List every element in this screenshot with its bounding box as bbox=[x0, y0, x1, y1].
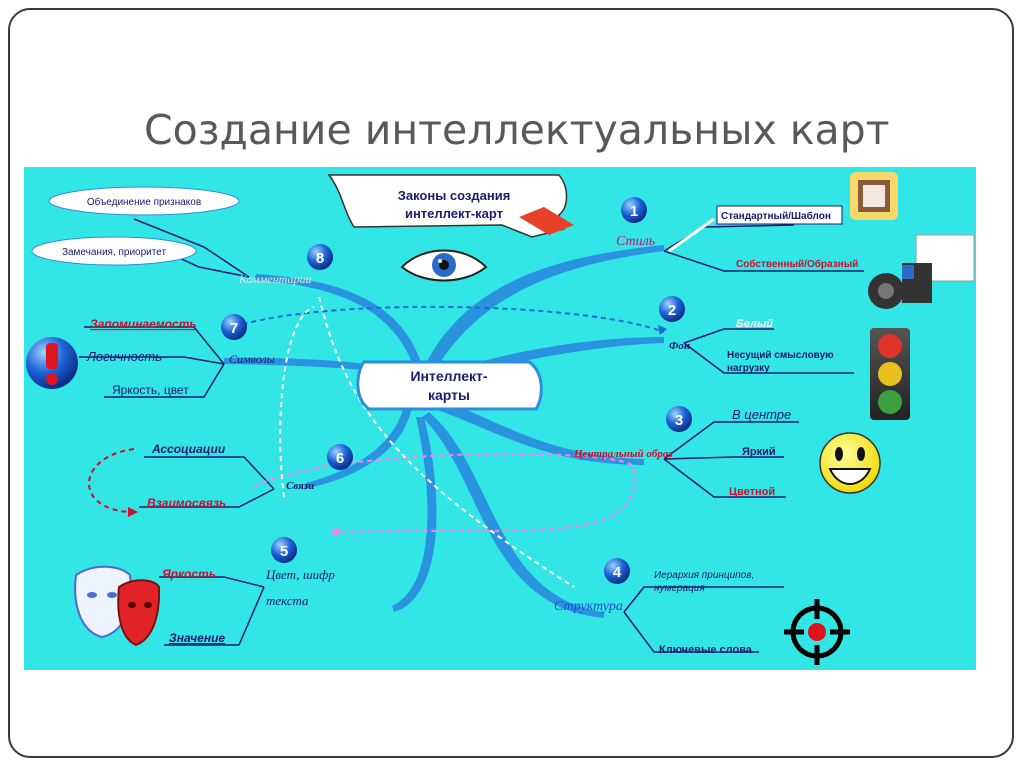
item-white: Белый bbox=[736, 318, 773, 330]
item-meaningful-2: нагрузку bbox=[727, 363, 770, 374]
center-node: Интеллект- карты bbox=[356, 360, 543, 411]
target-icon bbox=[784, 599, 850, 665]
item-memorable: Запоминаемость bbox=[90, 317, 197, 331]
branch-6-number: 6 bbox=[336, 450, 344, 467]
items: Стандартный/Шаблон Собственный/Образный … bbox=[31, 186, 858, 656]
item-relationship: Взаимосвязь bbox=[147, 496, 226, 510]
branch-7-label: Символы bbox=[229, 352, 275, 366]
branch-5-label: Цвет, шифр bbox=[265, 567, 335, 582]
item-standard: Стандартный/Шаблон bbox=[721, 210, 831, 222]
item-center: В центре bbox=[732, 407, 791, 422]
branch-7-number: 7 bbox=[230, 320, 238, 337]
center-line1: Интеллект- bbox=[410, 368, 487, 384]
branch-2-number: 2 bbox=[668, 302, 676, 319]
branch-symbols bbox=[224, 357, 381, 372]
center-line2: карты bbox=[428, 387, 470, 403]
smiley-icon bbox=[819, 432, 881, 494]
branch-style bbox=[424, 245, 664, 372]
picture-frame-icon bbox=[850, 172, 898, 220]
paint-roller-icon bbox=[868, 234, 975, 309]
mind-map: Законы создания интеллект-карт Интеллект… bbox=[24, 167, 976, 670]
branch-structure bbox=[422, 412, 604, 618]
branch-1-number: 1 bbox=[630, 203, 638, 220]
exclamation-icon bbox=[26, 337, 78, 389]
branch-color bbox=[392, 417, 437, 612]
eye-icon bbox=[400, 249, 488, 282]
branch-comments bbox=[254, 274, 422, 367]
branch-3-label: Центральный образ bbox=[573, 448, 673, 460]
banner-line1: Законы создания bbox=[398, 188, 511, 203]
branch-3-number: 3 bbox=[675, 412, 683, 429]
item-associations: Ассоциации bbox=[151, 442, 226, 456]
item-meaning: Значение bbox=[169, 631, 225, 645]
item-own: Собственный/Образный bbox=[736, 258, 858, 270]
branch-5-label2: текста bbox=[266, 593, 309, 608]
header-banner: Законы создания интеллект-карт bbox=[327, 174, 574, 238]
item-keywords: Ключевые слова bbox=[659, 644, 753, 656]
arrow-white bbox=[668, 217, 715, 253]
item-union: Объединение признаков bbox=[87, 196, 201, 208]
item-colored: Цветной bbox=[729, 486, 775, 498]
number-balls: 1 2 3 4 5 6 7 8 bbox=[221, 197, 692, 584]
banner-line2: интеллект-карт bbox=[405, 206, 503, 221]
branch-2-label: Фон bbox=[669, 340, 690, 352]
branch-8-label: Комментарии bbox=[238, 272, 311, 286]
item-remarks: Замечания, приоритет bbox=[62, 247, 167, 258]
item-bright: Яркий bbox=[742, 446, 776, 458]
item-hierarchy-1: Иерархия принципов, bbox=[654, 570, 754, 581]
item-brightness-color: Яркость, цвет bbox=[112, 383, 189, 397]
page-title: Создание интеллектуальных карт bbox=[144, 106, 890, 154]
branches bbox=[224, 245, 664, 618]
branch-4-number: 4 bbox=[613, 564, 622, 581]
item-meaningful-1: Несущий смысловую bbox=[727, 350, 834, 361]
traffic-light-icon bbox=[870, 328, 910, 420]
item-lines bbox=[79, 218, 864, 653]
dashed-links bbox=[88, 296, 665, 588]
item-logic: Логичность bbox=[86, 349, 162, 364]
branch-links bbox=[304, 405, 412, 489]
branch-1-label: Стиль bbox=[616, 234, 655, 249]
branch-5-number: 5 bbox=[280, 543, 288, 560]
item-hierarchy-2: нумерация bbox=[654, 583, 705, 594]
branch-6-label: Связи bbox=[286, 480, 314, 492]
branch-8-number: 8 bbox=[316, 250, 324, 267]
branch-background bbox=[444, 337, 664, 379]
item-brightness: Яркость bbox=[161, 567, 216, 581]
branch-labels: Стиль Фон Центральный образ Структура Цв… bbox=[229, 234, 690, 614]
theatre-masks-icon bbox=[74, 565, 161, 647]
branch-4-label: Структура bbox=[554, 599, 623, 614]
